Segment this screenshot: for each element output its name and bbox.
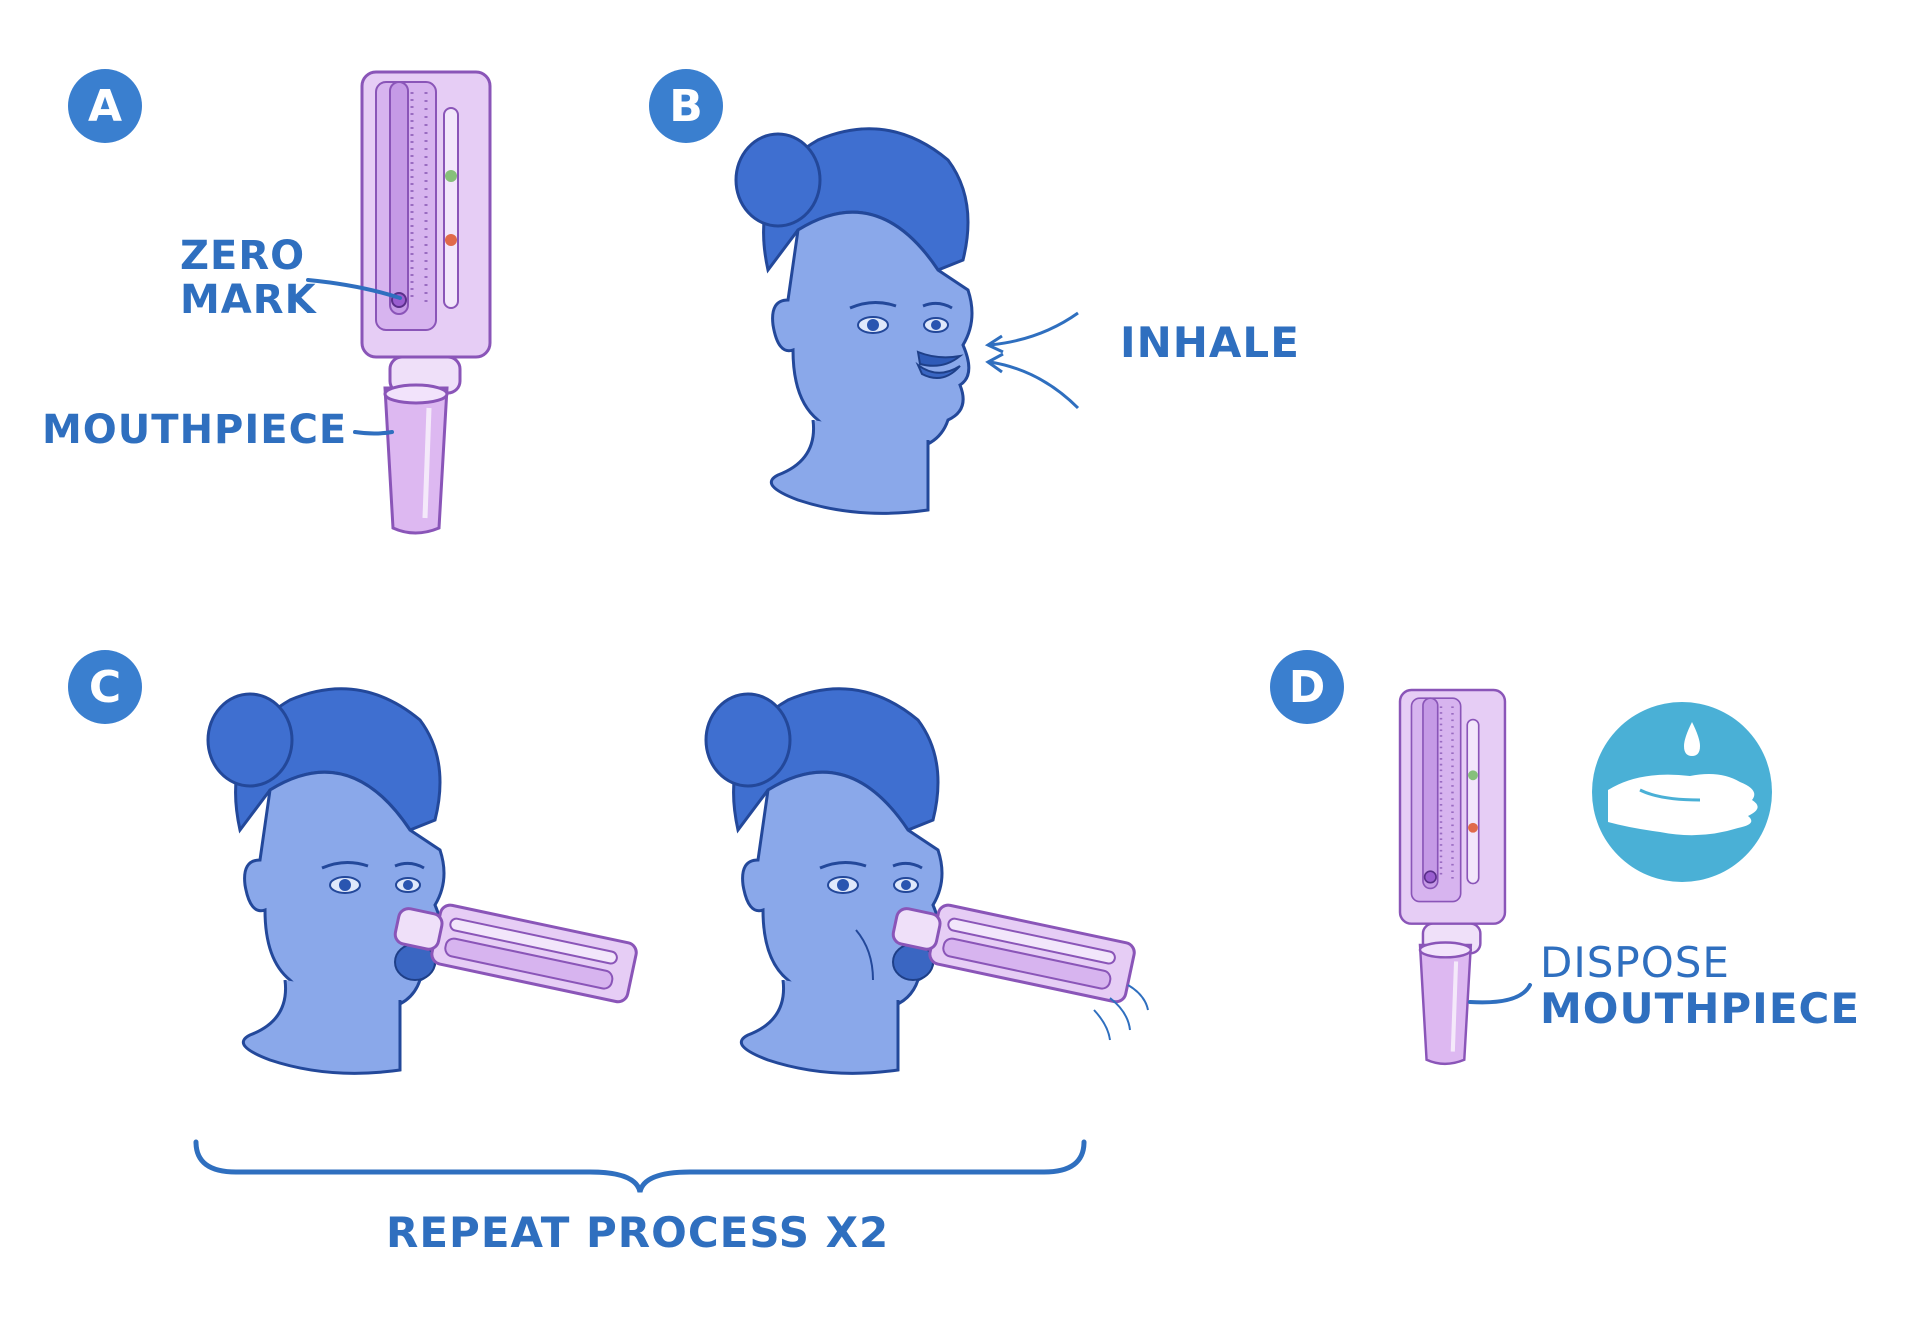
peak-flow-meter-icon: [360, 70, 492, 395]
woman-head-icon: [704, 687, 944, 1075]
repeat-process-label: REPEAT PROCESS X2: [386, 1208, 890, 1257]
inhale-arrow-lower: [989, 360, 1080, 410]
zero-mark-label-line2: MARK: [180, 277, 317, 323]
dispose-label-line1: DISPOSE: [1540, 938, 1730, 987]
step-d-badge: D: [1270, 650, 1344, 724]
inhale-arrow-upper: [989, 311, 1079, 347]
step-b-badge: B: [649, 69, 723, 143]
dispose-pointer: [1468, 983, 1532, 1005]
dispose-label-line2: MOUTHPIECE: [1540, 984, 1861, 1033]
peak-flow-meter-icon: [891, 903, 1136, 1004]
inhale-arrow-upper-head: [984, 334, 1004, 354]
woman-head-icon: [734, 127, 974, 515]
exhale-airflow-lines: [1093, 984, 1149, 1041]
mouthpiece-icon: [385, 385, 447, 533]
woman-head-icon: [206, 687, 446, 1075]
peak-flow-meter-icon: [1398, 688, 1507, 955]
step-a-badge: A: [68, 69, 142, 143]
hand-wash-icon: [1592, 702, 1772, 882]
peak-flow-meter-icon: [393, 903, 638, 1004]
zero-mark-pointer: [306, 278, 402, 300]
zero-mark-label-line1: ZERO: [180, 233, 306, 279]
repeat-brace: [193, 1139, 1087, 1193]
mouthpiece-pointer: [353, 430, 394, 436]
inhale-label: INHALE: [1120, 318, 1300, 367]
inhale-arrow-lower-head: [985, 352, 1004, 374]
mouthpiece-icon: [1420, 943, 1471, 1064]
mouthpiece-label: MOUTHPIECE: [42, 407, 348, 453]
step-c-badge: C: [68, 650, 142, 724]
